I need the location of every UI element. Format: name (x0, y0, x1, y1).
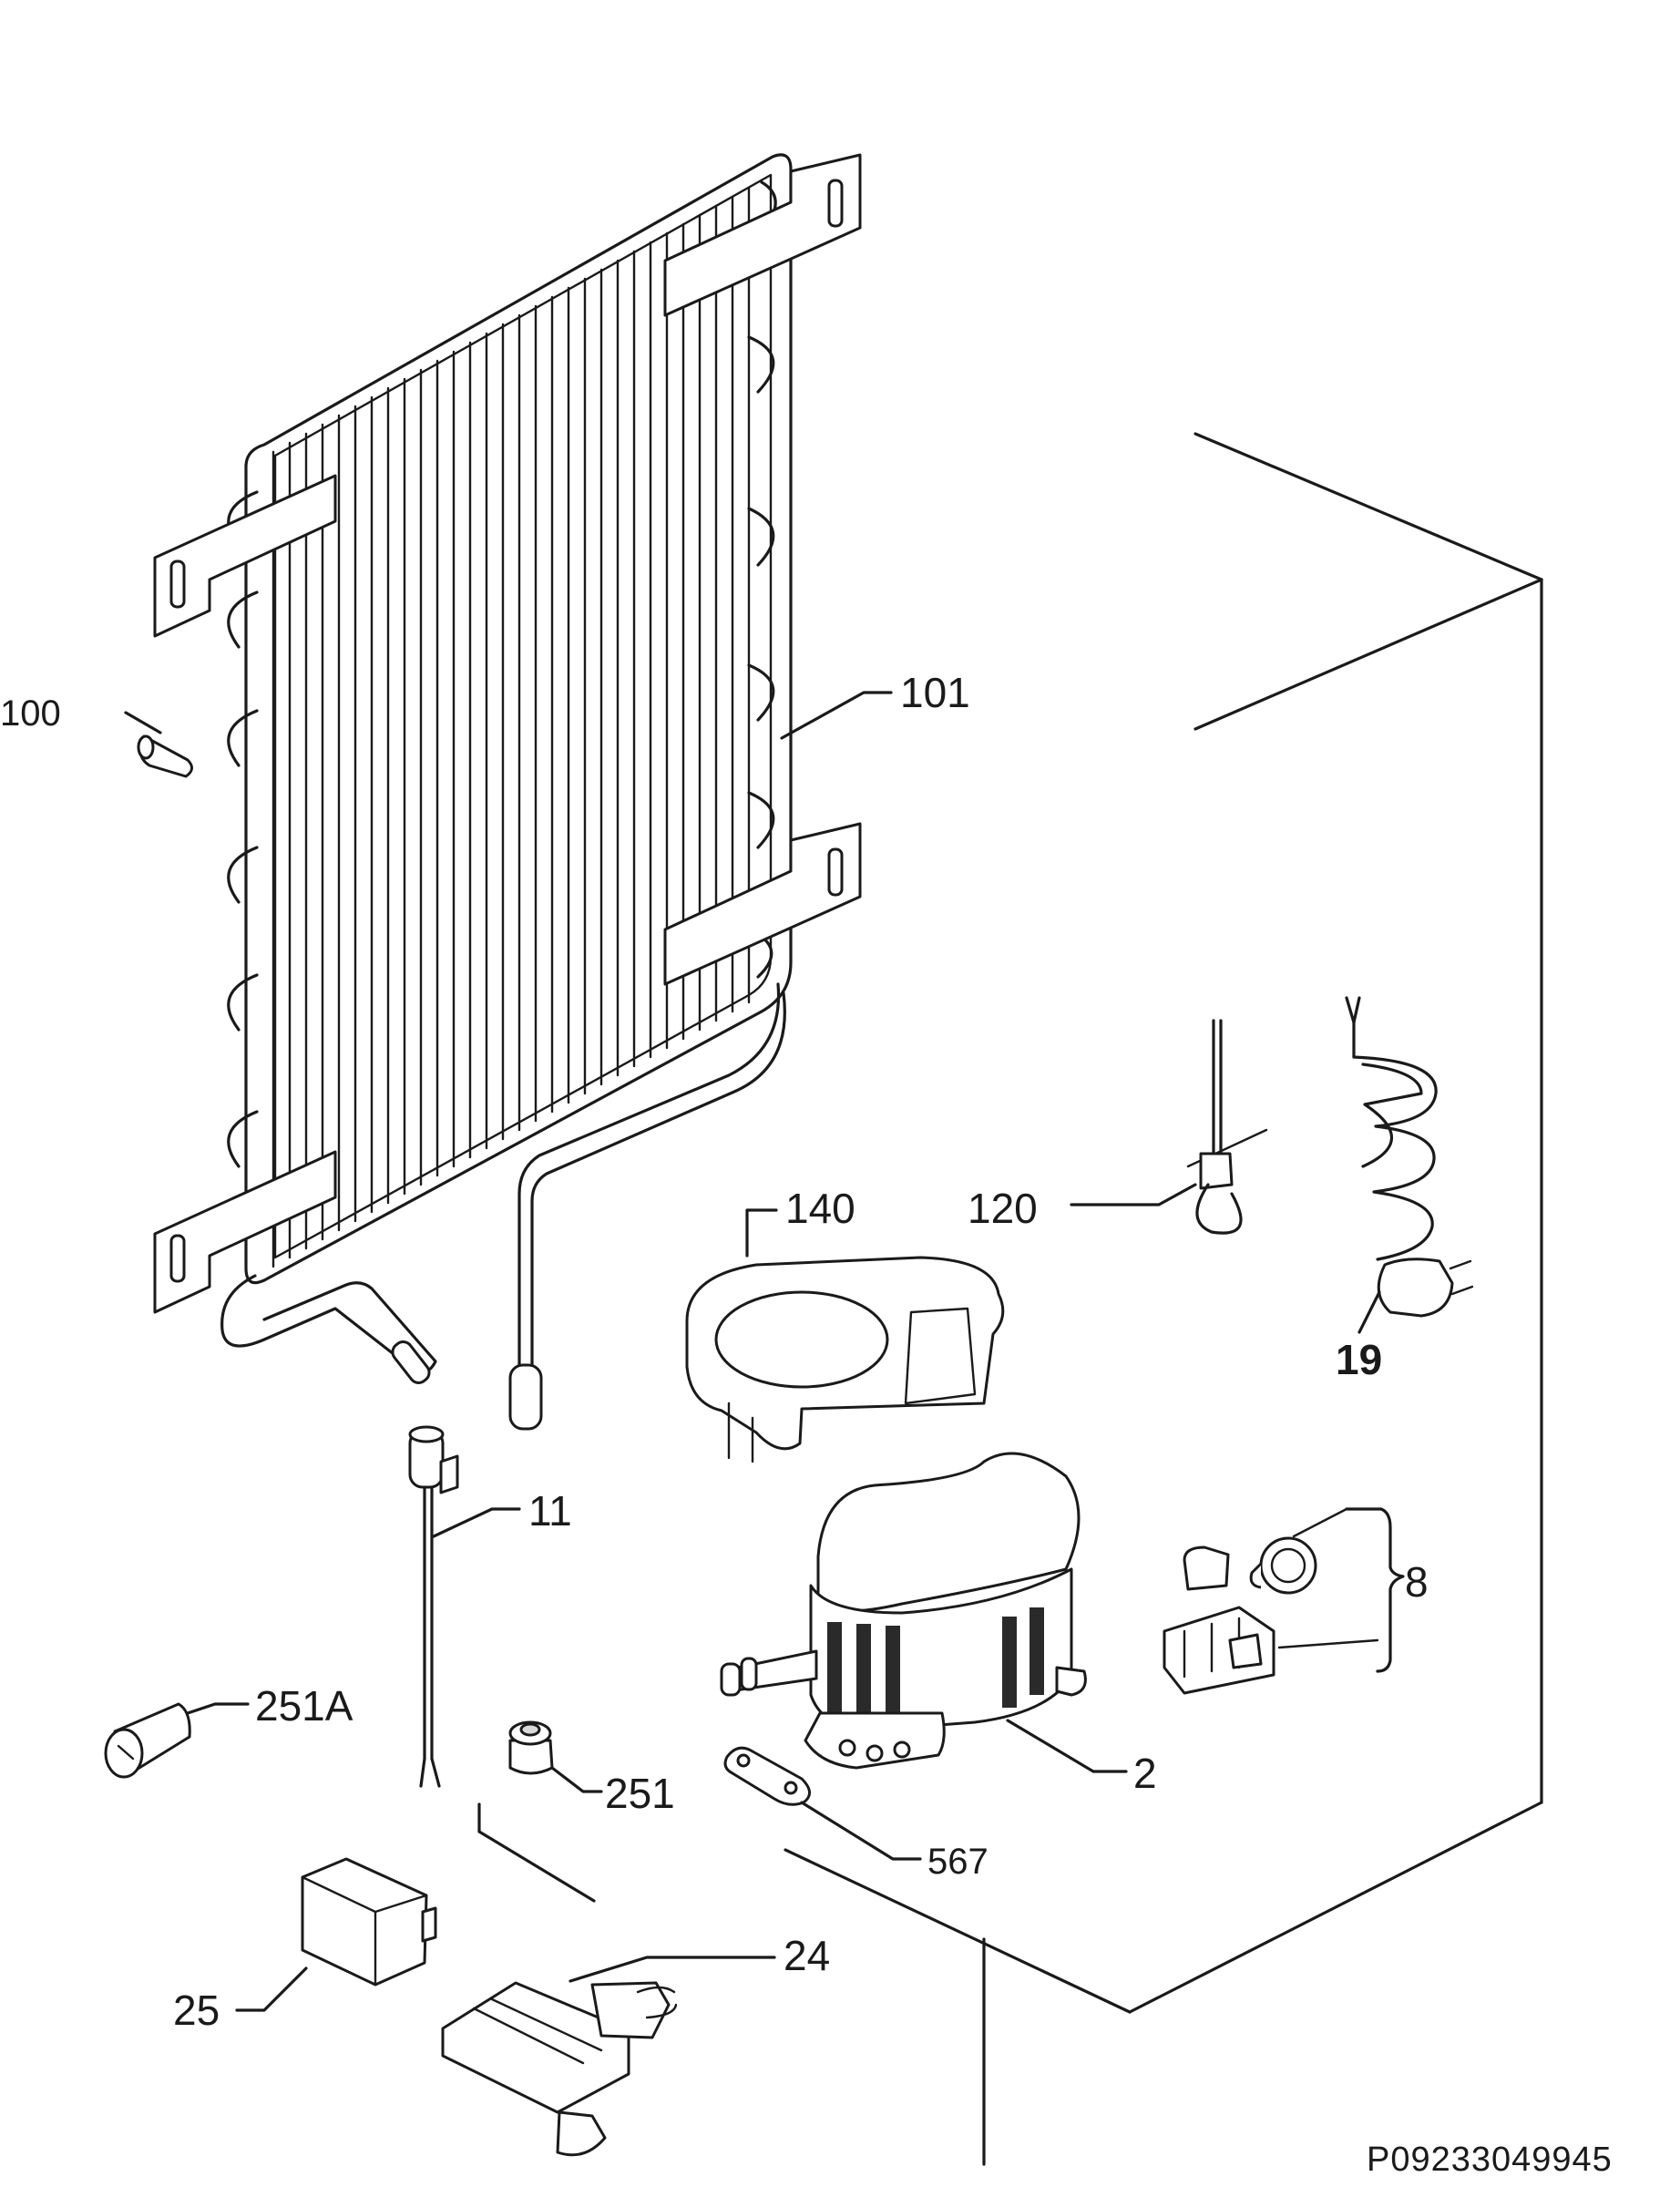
drain-pipe-part (408, 1425, 459, 1788)
label-compressor: 2 (1133, 1750, 1157, 1797)
sensor-part (1186, 1019, 1268, 1235)
label-capacitor: 25 (173, 1987, 220, 2034)
capacitor-part (301, 1857, 437, 1987)
starter-part (441, 1981, 678, 2157)
damper-251a-part (104, 1702, 191, 1779)
label-condenser: 101 (900, 669, 970, 716)
label-relay-set: 8 (1405, 1558, 1429, 1606)
relay-set-part (1163, 1536, 1317, 1695)
label-grommet: 100 (0, 693, 61, 734)
condenser (153, 153, 862, 1431)
label-damper-251: 251 (605, 1770, 675, 1817)
tray-part (685, 1256, 1005, 1463)
grommet-part (137, 734, 193, 778)
label-clip: 567 (927, 1842, 989, 1882)
power-cable-part (1345, 996, 1474, 1318)
label-tray: 140 (785, 1185, 855, 1232)
compressor-part (720, 1452, 1087, 1770)
label-power-cable: 19 (1336, 1336, 1382, 1383)
callout-labels: 101 100 140 120 19 11 8 251A 2 251 567 2… (0, 669, 1429, 2034)
leader-lines (124, 691, 1405, 2012)
clip-567-part (723, 1746, 811, 1806)
document-id: P09233049945 (1367, 2141, 1613, 2179)
cabinet-outline (477, 432, 1543, 2166)
label-starter: 24 (784, 1932, 830, 1979)
damper-251-part (508, 1720, 554, 1775)
label-drain-pipe: 11 (528, 1487, 572, 1535)
label-damper-251a: 251A (255, 1682, 353, 1730)
label-sensor: 120 (968, 1185, 1038, 1232)
